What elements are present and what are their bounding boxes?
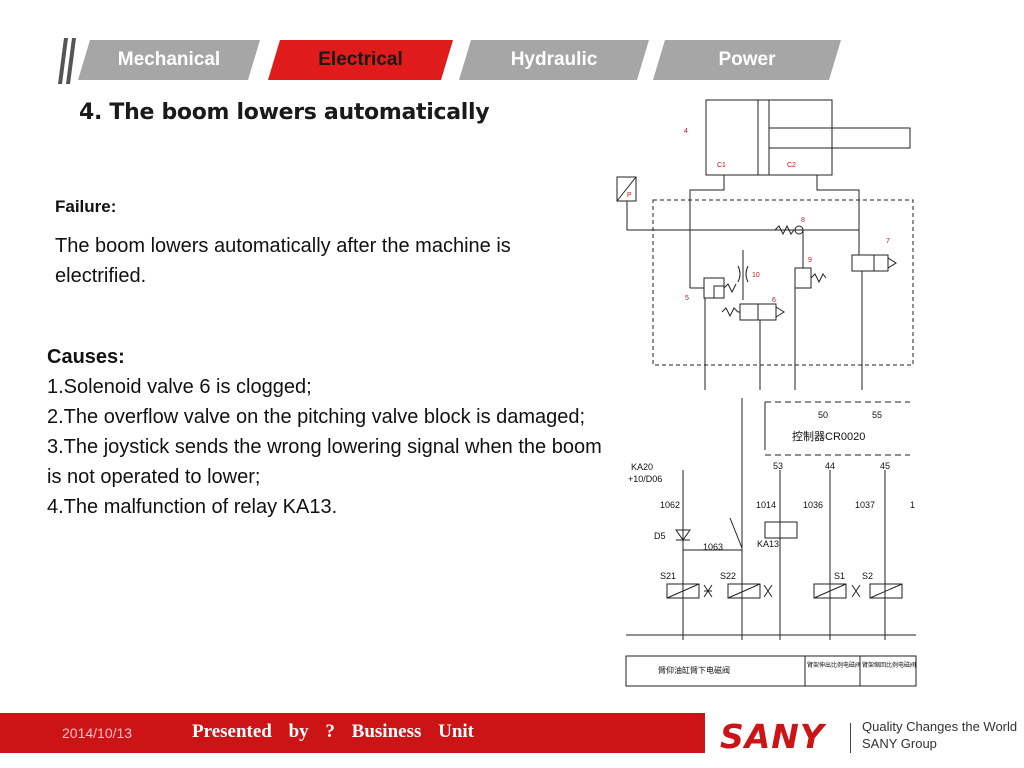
pin-55: 55 — [872, 410, 882, 420]
causes-heading: Causes: — [47, 346, 125, 368]
diode-d5-label: D5 — [654, 531, 666, 541]
slogan-line-1: Quality Changes the World — [862, 719, 1018, 734]
wire-1063: 1063 — [703, 542, 723, 552]
pin-45: 45 — [880, 461, 890, 471]
footer-slogan: Quality Changes the World SANY Group — [862, 718, 1017, 752]
label-valve-9: 9 — [808, 257, 812, 264]
tab-electrical[interactable]: Electrical — [268, 40, 453, 80]
table-cell-1: 臂仰油缸臂下电磁阀 — [658, 665, 730, 675]
cause-item: 4.The malfunction of relay KA13. — [47, 496, 338, 518]
wire-1037: 1037 — [855, 500, 875, 510]
coil-s1-label: S1 — [834, 571, 845, 581]
label-valve-7: 7 — [886, 238, 890, 245]
footer-red-bar: 2014/10/13 Presented by ? Business Unit — [0, 713, 705, 753]
footer-presented-by: Presented by ? Business Unit — [192, 721, 475, 742]
boom-cylinder — [705, 99, 911, 176]
failure-heading: Failure: — [55, 197, 117, 216]
coil-s2-label: S2 — [862, 571, 873, 581]
wire-1: 1 — [910, 500, 915, 510]
tab-mechanical[interactable]: Mechanical — [78, 40, 260, 80]
ka20-ref-label: +10/D06 — [628, 474, 662, 484]
failure-text: The boom lowers automatically after the … — [55, 235, 511, 287]
label-c1: C1 — [717, 162, 726, 169]
schematic-diagram: 4 C1 C2 8 7 9 10 5 6 P — [616, 99, 917, 687]
label-orifice-10: 10 — [752, 272, 760, 279]
pin-44: 44 — [825, 461, 835, 471]
tab-power[interactable]: Power — [653, 40, 841, 80]
slogan-line-2: SANY Group — [862, 736, 937, 751]
footer-divider — [850, 723, 851, 753]
cause-item: 3.The joystick sends the wrong lowering … — [47, 436, 602, 488]
coil-s21-label: S21 — [660, 571, 676, 581]
label-sensor-p: P — [627, 192, 632, 199]
label-valve-8: 8 — [801, 217, 805, 224]
cause-item: 1.Solenoid valve 6 is clogged; — [47, 376, 312, 398]
wire-1036: 1036 — [803, 500, 823, 510]
label-cylinder-4: 4 — [684, 128, 688, 135]
label-valve-6: 6 — [772, 297, 776, 304]
cause-item: 2.The overflow valve on the pitching val… — [47, 406, 586, 428]
coil-s22-label: S22 — [720, 571, 736, 581]
wire-1062: 1062 — [660, 500, 680, 510]
slide-title: 4. The boom lowers automatically — [79, 100, 490, 125]
sany-logo: SANY — [720, 717, 825, 756]
tab-bar-slash-icon — [58, 38, 76, 84]
label-valve-5: 5 — [685, 295, 689, 302]
tab-hydraulic[interactable]: Hydraulic — [459, 40, 649, 80]
pin-53: 53 — [773, 461, 783, 471]
footer: 2014/10/13 Presented by ? Business Unit … — [0, 713, 1024, 768]
table-cell-2: 臂架伸出比例电磁阀 — [807, 661, 861, 669]
pin-50: 50 — [818, 410, 828, 420]
causes-section: Causes: 1.Solenoid valve 6 is clogged; 2… — [47, 342, 607, 522]
ka20-label: KA20 — [631, 462, 653, 472]
controller-label: 控制器CR0020 — [792, 429, 865, 443]
table-cell-3: 臂架缩回比例电磁阀 — [862, 661, 916, 669]
footer-date: 2014/10/13 — [62, 725, 133, 741]
relay-ka13-label: KA13 — [757, 539, 779, 549]
label-c2: C2 — [787, 162, 796, 169]
wire-1014: 1014 — [756, 500, 776, 510]
